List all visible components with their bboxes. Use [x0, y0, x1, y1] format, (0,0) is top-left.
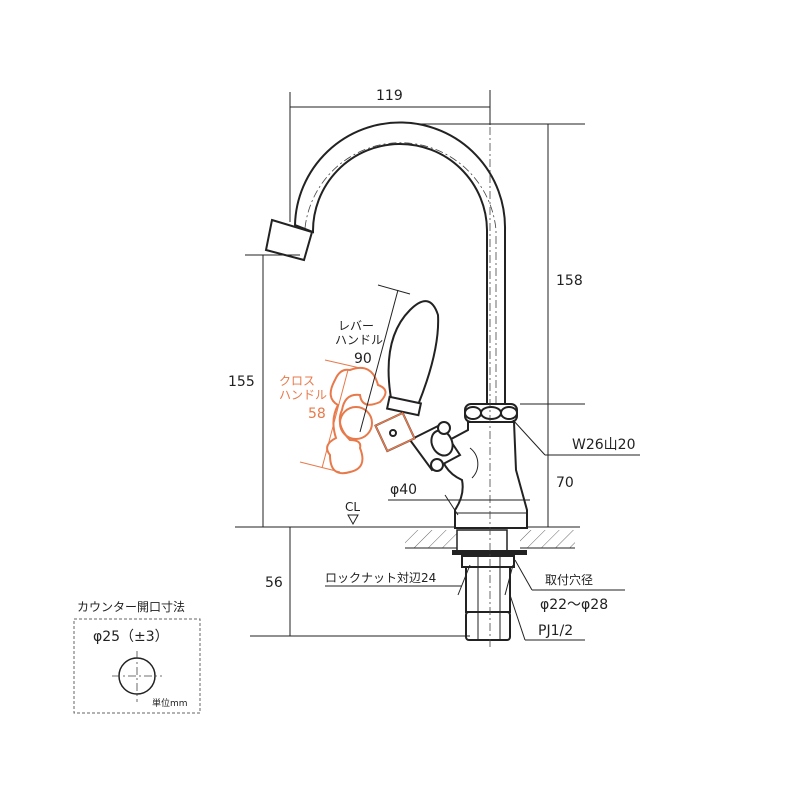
spout	[264, 121, 507, 405]
spout-nozzle	[264, 218, 314, 262]
counter-box-diameter: φ25（±3）	[93, 629, 169, 645]
label-mount-hole: 取付穴径	[545, 572, 593, 587]
dim-cross-size: 58	[308, 406, 326, 422]
counter-box-title: カウンター開口寸法	[77, 600, 185, 614]
counter-top	[235, 526, 580, 550]
label-pipe-thread: PJ1/2	[538, 623, 573, 639]
label-mount-hole-range: φ22〜φ28	[540, 597, 608, 613]
dim-outlet-height: 155	[228, 374, 255, 390]
label-thread: W26山20	[572, 437, 635, 453]
dim-below-counter: 56	[265, 575, 283, 591]
dim-spout-reach: 119	[376, 88, 403, 104]
label-cross-2: ハンドル	[279, 388, 327, 402]
label-locknut: ロックナット対辺24	[325, 571, 436, 585]
label-lever-1: レバー	[338, 319, 374, 333]
dim-lever-length: 90	[354, 351, 372, 367]
dim-spout-height: 158	[556, 273, 583, 289]
cross-handle	[326, 366, 416, 475]
dimension-lines	[245, 90, 640, 641]
dim-base-diameter: φ40	[390, 482, 417, 498]
label-center-line: CL	[345, 500, 360, 514]
counter-opening-box: カウンター開口寸法 φ25（±3） 単位mm	[73, 600, 201, 714]
lever-handle	[385, 300, 440, 417]
label-cross-1: クロス	[279, 374, 315, 388]
label-lever-2: ハンドル	[335, 333, 383, 347]
dim-body-height: 70	[556, 475, 574, 491]
counter-box-unit: 単位mm	[152, 697, 188, 709]
